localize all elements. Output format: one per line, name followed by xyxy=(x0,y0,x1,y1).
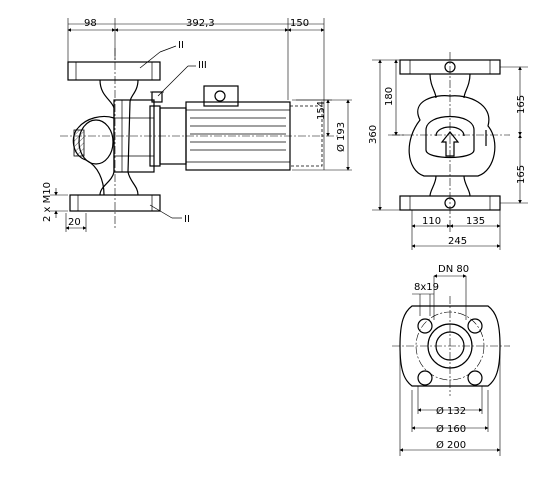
dim-165-upper: 165 xyxy=(516,95,527,114)
dim-110: 110 xyxy=(422,216,441,227)
dim-150: 150 xyxy=(290,18,309,29)
bolt-hole xyxy=(467,318,483,334)
callout-top: II xyxy=(178,40,184,51)
dim-dia-200: Ø 200 xyxy=(436,439,466,451)
flange-view: DN 80 8x19 Ø 132 Ø 160 Ø 200 xyxy=(392,264,510,456)
front-view: 360 180 165 165 110 135 245 xyxy=(368,52,528,250)
bolt-hole xyxy=(417,370,433,386)
callout-bottom: II xyxy=(184,214,190,225)
bolt-hole xyxy=(417,318,433,334)
dim-20: 20 xyxy=(68,217,81,228)
bottom-flange xyxy=(69,194,161,212)
dim-8x19: 8x19 xyxy=(414,282,439,293)
dim-bolt: 2 x M10 xyxy=(42,182,53,222)
front-impeller-housing xyxy=(425,115,475,159)
terminal-box xyxy=(203,85,239,107)
bolt-hole xyxy=(467,370,483,386)
dim-165-lower: 165 xyxy=(516,165,527,184)
dim-360: 360 xyxy=(368,125,379,144)
callout-leader-top xyxy=(159,45,177,53)
fan-cover xyxy=(289,105,323,167)
dim-392-3: 392,3 xyxy=(186,18,215,29)
casing-neck xyxy=(99,79,115,196)
callout-mid: III xyxy=(198,60,207,71)
dim-dn80: DN 80 xyxy=(438,264,469,275)
dim-dia-160: Ø 160 xyxy=(436,423,466,435)
front-casing xyxy=(408,95,496,177)
dim-245: 245 xyxy=(448,236,467,247)
dim-98: 98 xyxy=(84,18,97,29)
dim-180: 180 xyxy=(384,87,395,106)
dim-dia-132: Ø 132 xyxy=(436,405,466,417)
flange-outline xyxy=(399,305,501,387)
side-view: 98 392,3 150 xyxy=(42,18,352,232)
adapter-housing xyxy=(113,99,155,173)
top-flange xyxy=(67,61,161,81)
flow-arrow-icon xyxy=(440,131,460,157)
dim-135: 135 xyxy=(466,216,485,227)
dim-154: 154 xyxy=(316,101,327,120)
dim-dia-193: Ø 193 xyxy=(335,122,347,152)
